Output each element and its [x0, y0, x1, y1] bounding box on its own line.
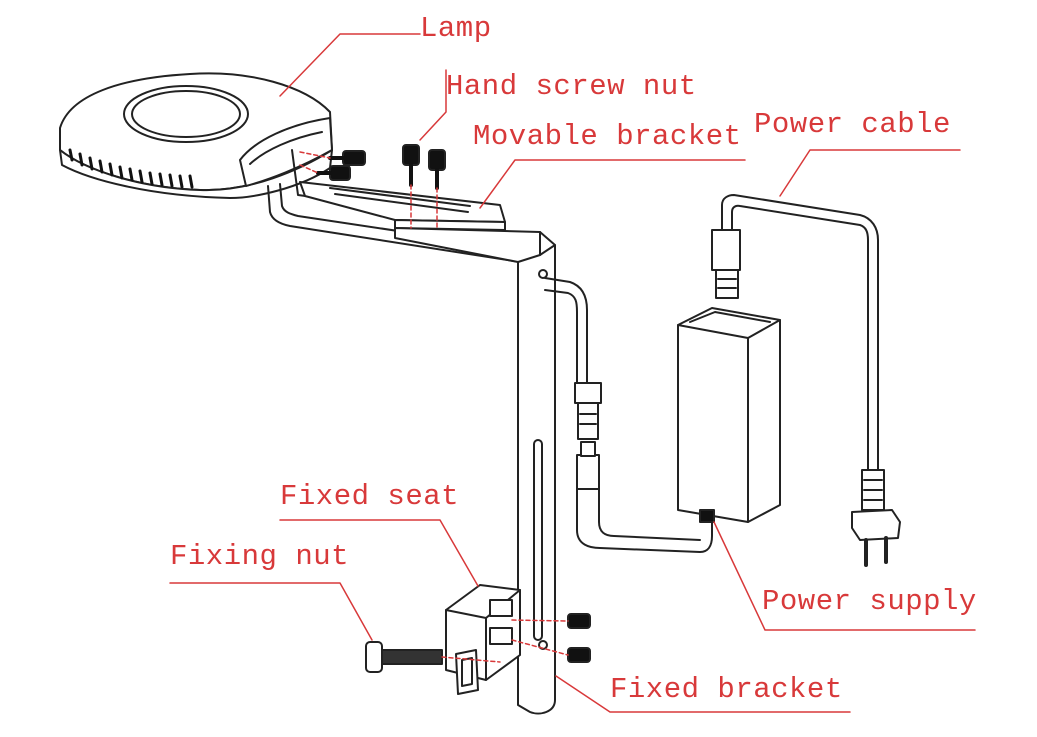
- leader-hand-screw-nut: [419, 69, 447, 141]
- leader-lines: [169, 33, 976, 713]
- power-cable-drawing: [711, 194, 901, 567]
- leader-lamp: [279, 33, 421, 97]
- label-movable-bracket: Movable bracket: [473, 120, 742, 153]
- label-lamp: Lamp: [420, 12, 492, 45]
- hand-screw-nuts: [402, 144, 446, 229]
- label-fixed-seat: Fixed seat: [280, 480, 460, 513]
- lamp-screws: [299, 150, 366, 181]
- leader-fixed-seat: [279, 519, 479, 587]
- fixing-nut-drawing: [365, 641, 501, 673]
- label-fixing-nut: Fixing nut: [170, 540, 350, 573]
- label-hand-screw-nut: Hand screw nut: [446, 70, 697, 103]
- label-power-cable: Power cable: [754, 108, 951, 141]
- label-power-supply: Power supply: [762, 585, 977, 618]
- leader-movable-bracket: [479, 159, 746, 209]
- lamp-drawing: [59, 72, 333, 199]
- power-supply-drawing: [677, 307, 781, 523]
- leader-fixed-bracket: [555, 675, 851, 713]
- label-fixed-bracket: Fixed bracket: [610, 673, 843, 706]
- fixed-seat-drawing: [445, 584, 591, 695]
- leader-fixing-nut: [169, 582, 373, 641]
- movable-bracket-drawing: [299, 181, 506, 231]
- leader-power-cable: [779, 149, 961, 197]
- dc-cable: [544, 277, 713, 553]
- leader-power-supply: [713, 521, 976, 631]
